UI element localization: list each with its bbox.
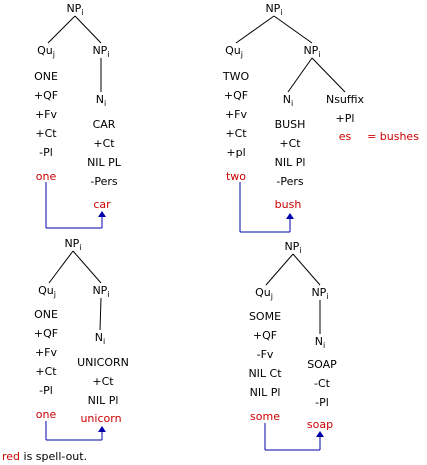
tree-1-noun-feature: -Pers: [90, 175, 118, 188]
tree-3-qu-feature: -Pl: [39, 384, 53, 397]
tree-1-noun-spell-out: car: [93, 198, 111, 211]
tree-1-noun-feature: CAR: [92, 118, 116, 131]
tree-2-noun-label: Ni: [282, 93, 294, 108]
tree-4-qu-feature: -Fv: [256, 348, 274, 361]
tree-2-qu-feature: +Ct: [225, 127, 247, 140]
tree-2-suffix-feature: +Pl: [335, 112, 355, 125]
tree-1-quantifier-label: Quj: [37, 44, 55, 59]
tree-4-qu-feature: NIL Ct: [248, 367, 282, 380]
tree-3-np-label: NPi: [92, 284, 110, 299]
tree-1-qu-spell-out: one: [35, 170, 57, 183]
tree-2-suffix-label: Nsuffix: [325, 93, 365, 106]
tree-3-root-np-label: NPi: [64, 237, 82, 252]
tree-2-branch-np-suffix: [311, 57, 346, 93]
tree-1-qu-feature: +Fv: [34, 108, 58, 121]
tree-2-qu-feature: TWO: [222, 70, 250, 83]
tree-2-qu-spell-out: two: [225, 170, 247, 183]
tree-1-branch-root-qu: [47, 15, 76, 44]
tree-3-noun-feature: NIL Pl: [87, 394, 119, 407]
tree-3-branch-np-noun: [99, 297, 102, 331]
tree-4-root-np-label: NPi: [284, 240, 302, 255]
tree-3-noun-feature: UNICORN: [77, 356, 129, 369]
tree-3-noun-label: Ni: [94, 331, 106, 346]
tree-4-noun-label: Ni: [314, 335, 326, 350]
tree-1-qu-feature: +QF: [33, 89, 59, 102]
tree-3-noun-feature: +Ct: [92, 375, 114, 388]
tree-2-noun-spell-out: bush: [274, 198, 302, 211]
tree-1-np-label: NPi: [92, 44, 110, 59]
tree-2-suffix-spell-out: es: [338, 130, 352, 143]
tree-2-branch-root-qu: [235, 15, 275, 44]
tree-2-noun-feature: +Ct: [279, 137, 301, 150]
tree-3-qu-spell-out: one: [35, 408, 57, 421]
tree-2-quantifier-label: Quj: [225, 44, 243, 59]
tree-2-noun-feature: -Pers: [276, 175, 304, 188]
tree-3-branch-root-np: [72, 250, 102, 284]
legend-text: is spell-out.: [20, 450, 88, 463]
tree-4-qu-feature: SOME: [248, 310, 282, 323]
tree-4-qu-feature: NIL Pl: [249, 386, 281, 399]
tree-1-root-np-label: NPi: [66, 2, 84, 17]
tree-2-np-label: NPi: [303, 44, 321, 59]
tree-3-qu-feature: +Fv: [34, 346, 58, 359]
tree-3-qu-feature: +QF: [33, 327, 59, 340]
tree-1-qu-feature: +Ct: [35, 127, 57, 140]
tree-2-qu-feature: +pl: [226, 146, 246, 159]
tree-4-noun-feature: SOAP: [307, 358, 337, 371]
tree-1-noun-label: Ni: [95, 93, 107, 108]
tree-2-noun-feature: NIL Pl: [274, 156, 306, 169]
tree-4-np-label: NPi: [311, 286, 329, 301]
tree-4-quantifier-label: Quj: [255, 286, 273, 301]
tree-2-noun-feature: BUSH: [274, 118, 306, 131]
legend-red-word: red: [2, 450, 21, 463]
tree-1-branch-root-np: [74, 15, 102, 44]
tree-4-noun-feature: -Ct: [314, 377, 330, 390]
tree-2-qu-feature: +QF: [223, 89, 249, 102]
tree-3-qu-feature: +Ct: [35, 365, 57, 378]
tree-1-noun-feature: +Ct: [93, 137, 115, 150]
tree-2-qu-feature: +Fv: [224, 108, 248, 121]
tree-1-qu-feature: ONE: [34, 70, 58, 83]
tree-2-branch-root-np: [273, 15, 313, 44]
tree-2-root-np-label: NPi: [265, 2, 283, 17]
tree-2-arrow-head: [286, 213, 294, 219]
tree-3-branch-root-qu: [48, 250, 74, 284]
tree-4-arrow-head: [316, 431, 324, 437]
tree-2-suffix-gloss: = bushes: [367, 130, 419, 143]
tree-1-noun-feature: NIL PL: [87, 156, 121, 169]
tree-4-branch-root-np: [292, 253, 321, 286]
tree-1-arrow-head: [98, 211, 106, 217]
tree-4-qu-spell-out: some: [250, 410, 280, 423]
tree-2-branch-np-noun: [287, 57, 313, 93]
tree-3-arrow-head: [98, 426, 106, 432]
tree-4-noun-spell-out: soap: [306, 418, 334, 431]
tree-3-quantifier-label: Quj: [38, 284, 56, 299]
tree-4-branch-root-qu: [265, 253, 294, 286]
tree-4-noun-feature: -Pl: [315, 396, 329, 409]
tree-3-qu-feature: ONE: [34, 308, 58, 321]
tree-4-qu-feature: +QF: [252, 329, 278, 342]
legend: red is spell-out.: [2, 450, 87, 463]
tree-1-qu-feature: -Pl: [39, 146, 53, 159]
tree-3-noun-spell-out: unicorn: [80, 412, 122, 425]
